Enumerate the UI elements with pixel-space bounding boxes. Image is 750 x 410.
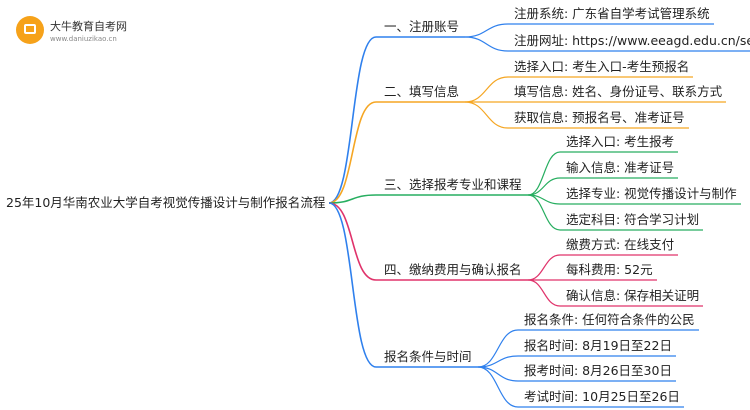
branch-leaf-connector [527,279,561,307]
logo-url: www.daniuzikao.cn [50,35,117,43]
leaf-node: 填写信息: 姓名、身份证号、联系方式 [514,84,723,99]
site-logo: 大牛教育自考网 www.daniuzikao.cn [10,8,150,52]
branch-leaf-connector [527,194,561,231]
leaf-node: 报名条件: 任何符合条件的公民 [524,312,695,327]
branch-register-account: 一、注册账号 [384,19,460,34]
leaf-node: 注册系统: 广东省自学考试管理系统 [514,6,710,21]
branch-leaf-connector [527,254,561,281]
book-icon [16,16,44,44]
leaf-node: 获取信息: 预报名号、准考证号 [514,110,685,125]
branch-conditions-time: 报名条件与时间 [384,349,472,364]
branch-leaf-connector [477,366,519,382]
branch-leaf-connector [464,76,509,103]
root-branch-connector [328,202,377,368]
branch-leaf-connector [464,23,509,38]
branch-leaf-connector [464,36,509,52]
leaf-node: 注册网址: https://www.eeagd.edu.cn/selfec/ [514,33,750,48]
leaf-node: 报名时间: 8月19日至22日 [524,338,672,353]
root-node: 25年10月华南农业大学自考视觉传播设计与制作报名流程 [6,195,326,210]
leaf-node: 选择入口: 考生入口-考生预报名 [514,59,690,74]
branch-leaf-connector [527,151,561,196]
root-branch-connector [328,202,377,281]
branch-leaf-connector [477,366,519,408]
leaf-node: 选择专业: 视觉传播设计与制作 [566,186,737,201]
leaf-node: 确认信息: 保存相关证明 [566,288,700,303]
leaf-node: 考试时间: 10月25日至26日 [524,389,680,404]
branch-pay-confirm: 四、缴纳费用与确认报名 [384,262,522,277]
root-branch-connector [328,194,377,204]
branch-fill-info: 二、填写信息 [384,84,460,99]
logo-name: 大牛教育自考网 [50,20,127,33]
branch-select-major: 三、选择报考专业和课程 [384,177,522,192]
leaf-node: 报考时间: 8月26日至30日 [524,363,672,378]
branch-leaf-connector [527,177,561,196]
leaf-node: 每科费用: 52元 [566,262,653,277]
leaf-node: 缴费方式: 在线支付 [566,237,675,252]
root-branch-connector [328,101,377,204]
leaf-node: 选择入口: 考生报考 [566,134,675,149]
leaf-node: 输入信息: 准考证号 [566,160,675,175]
branch-leaf-connector [464,101,509,129]
leaf-node: 选定科目: 符合学习计划 [566,212,700,227]
root-branch-connector [328,36,377,204]
branch-leaf-connector [477,329,519,368]
